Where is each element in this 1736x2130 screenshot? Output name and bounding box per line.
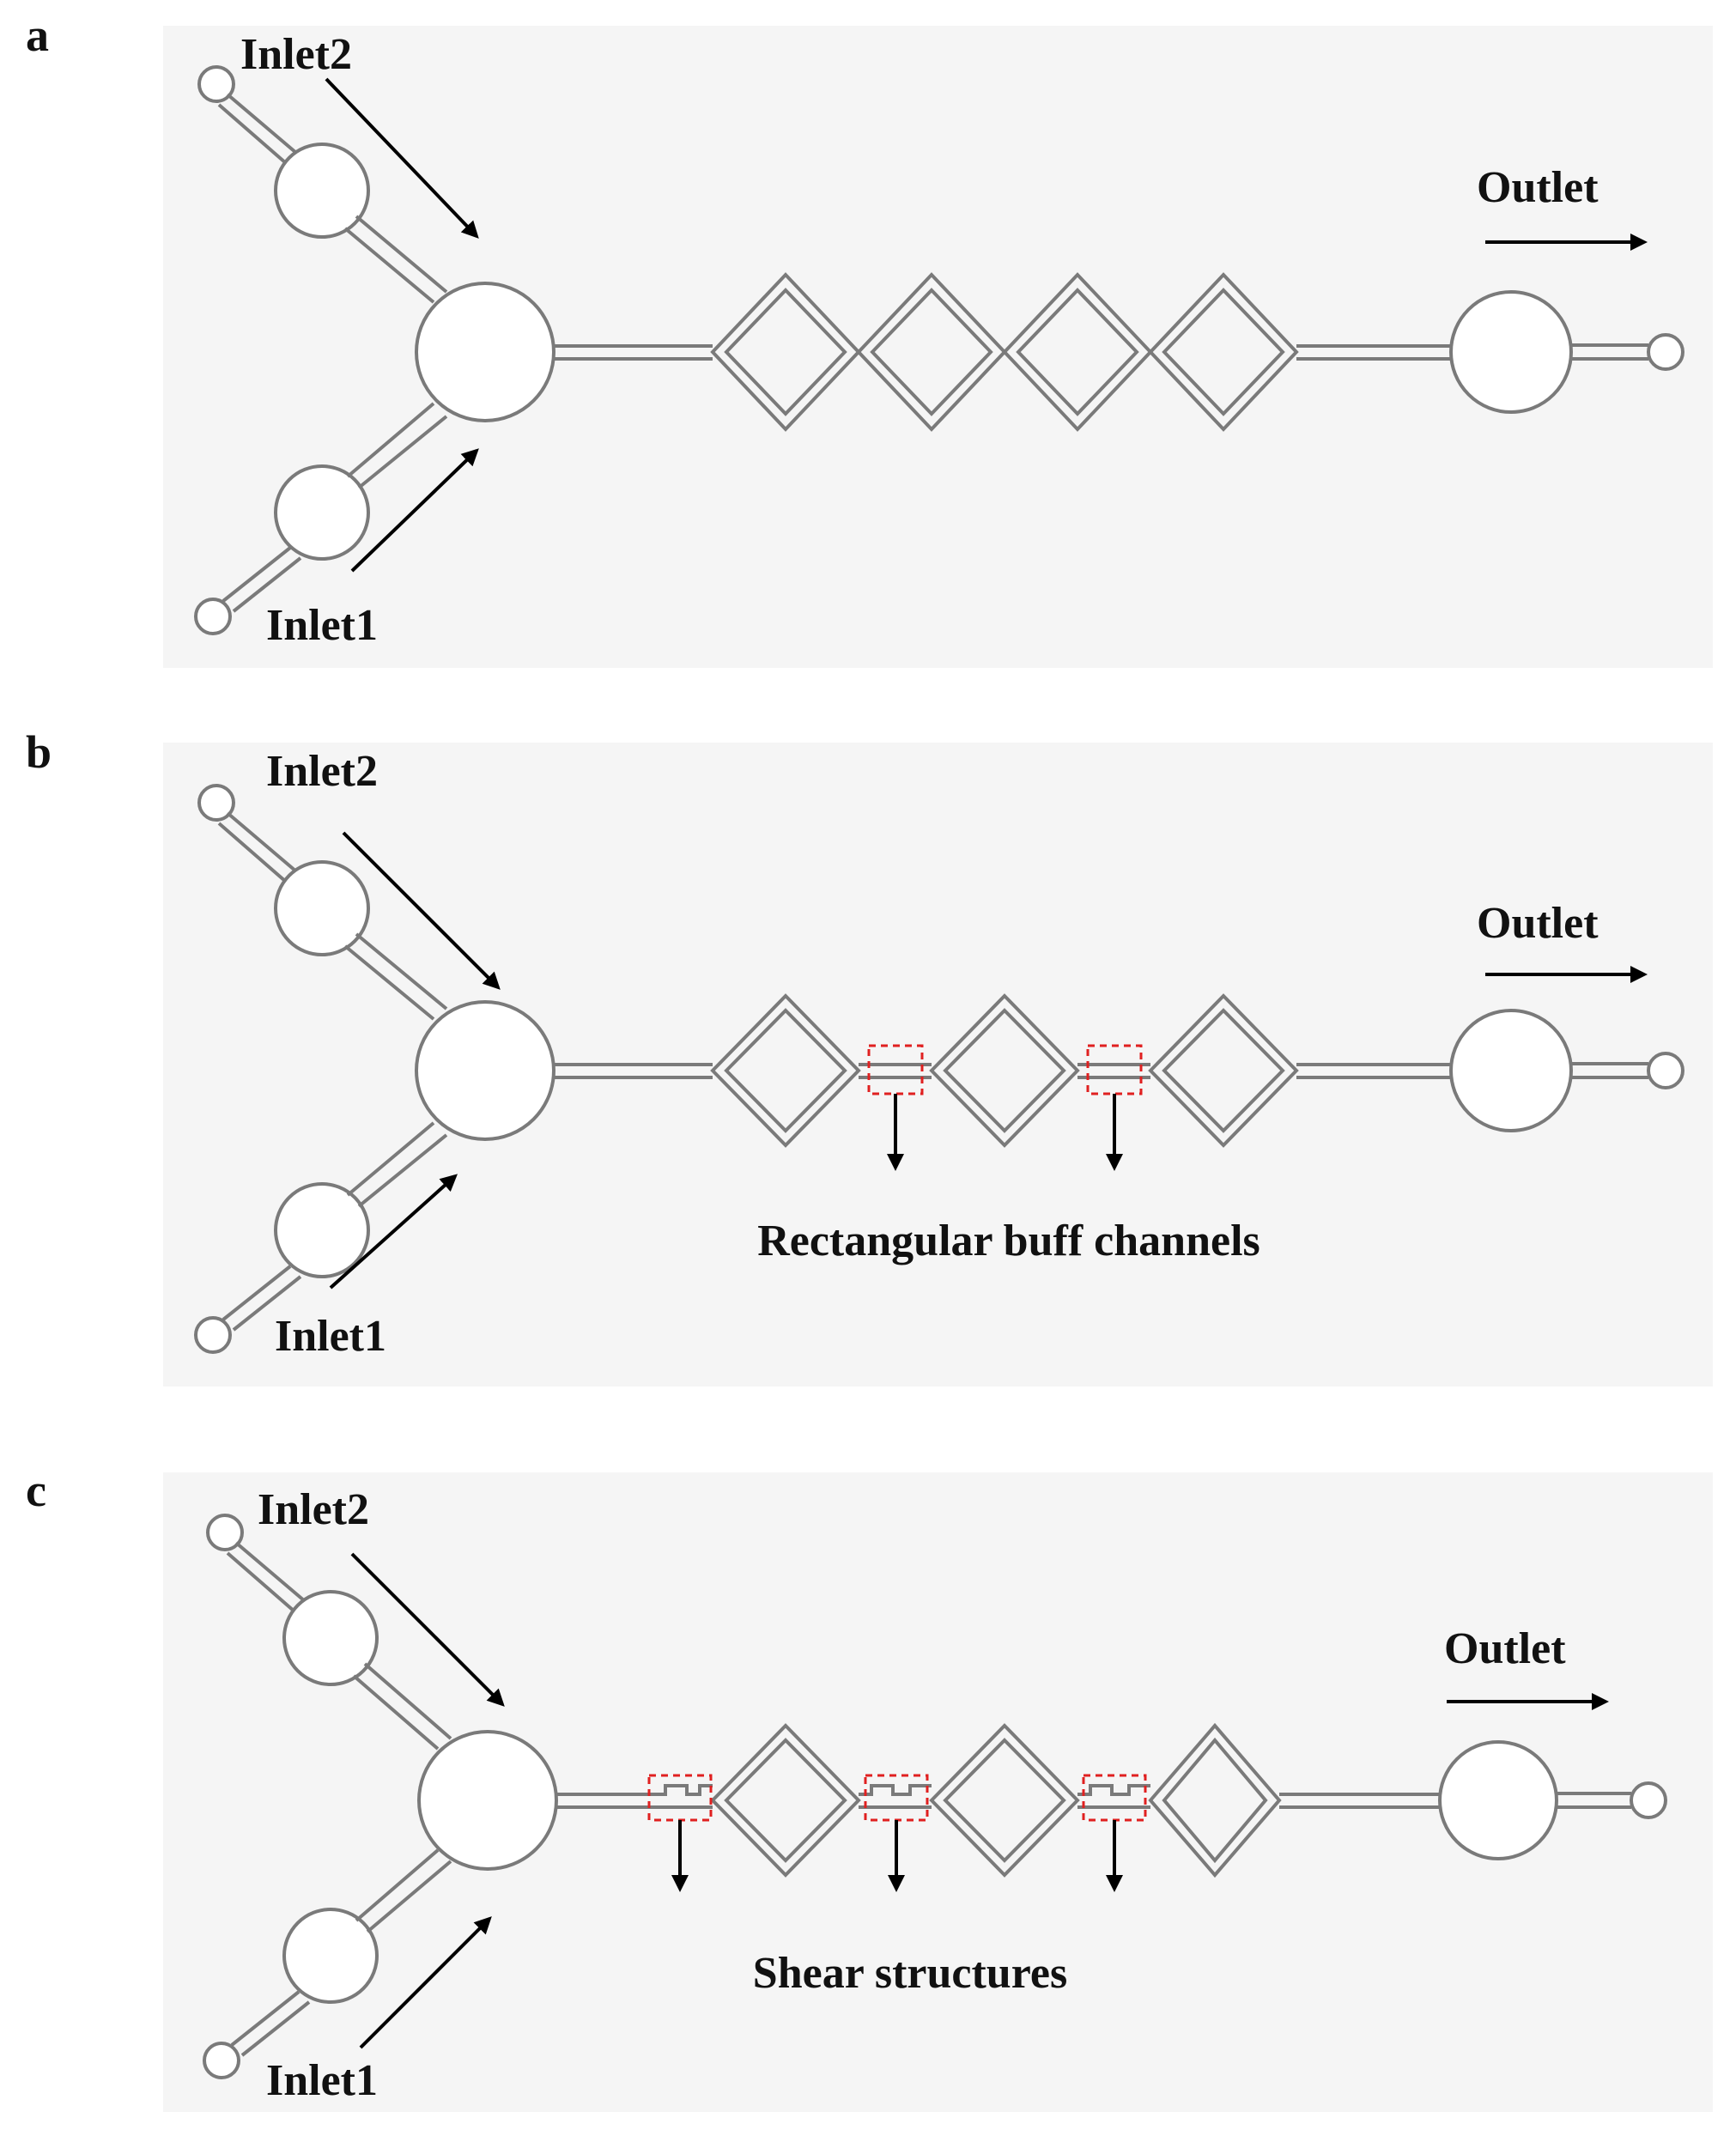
- panel-a-inlet1-label: Inlet1: [266, 601, 378, 650]
- panel-c-shear-structure-highlight-3: [1082, 1774, 1147, 1822]
- panel-b-outlet-label: Outlet: [1477, 899, 1599, 948]
- panel-c-shear-structure-highlight-1: [647, 1774, 713, 1822]
- panel-c-inlet1-arrow: [359, 1916, 492, 2049]
- panel-c-inlet1-label: Inlet1: [266, 2056, 378, 2105]
- panel-c-inlet2-arrow: [350, 1552, 505, 1707]
- panel-a-mixing-chamber: [415, 282, 555, 422]
- panel-a-inlet1-arrow: [350, 448, 479, 573]
- panel-b-buff-channel-highlight-1: [867, 1044, 924, 1095]
- panel-c-outlet-chamber: [1438, 1740, 1558, 1860]
- panel-b-inlet2-port: [197, 784, 235, 822]
- panel-a-outlet-chamber: [1449, 290, 1573, 414]
- panel-b-outlet-chamber: [1449, 1009, 1573, 1132]
- panel-b-diamond-chain: [710, 993, 1299, 1148]
- panel-c-inlet2-chamber: [282, 1590, 379, 1686]
- panel-c-outlet-port: [1630, 1781, 1667, 1819]
- panel-a-inlet2-arrow: [325, 77, 479, 239]
- panel-c-letter: c: [26, 1465, 46, 1516]
- panel-b-inlet1-arrow: [329, 1174, 458, 1290]
- panel-a-outlet-port: [1647, 333, 1684, 371]
- panel-a-chip: [194, 65, 1684, 635]
- panel-a-inlet1-port: [194, 598, 232, 635]
- panel-a-inlet2-port: [197, 65, 235, 103]
- panel-b-outlet-port: [1647, 1052, 1684, 1089]
- panel-b-caption: Rectangular buff channels: [757, 1217, 1260, 1265]
- panel-a-diamond-chain: [710, 272, 1299, 432]
- panel-a-inlet1-chamber: [274, 464, 370, 561]
- panel-a-inlet2-chamber: [274, 143, 370, 239]
- panel-c-inlet2-label: Inlet2: [258, 1485, 369, 1534]
- panel-a-inlet2-label: Inlet2: [240, 30, 352, 79]
- panel-c-diamond-chain: [710, 1722, 1282, 1878]
- panel-b-inlet2-chamber: [274, 860, 370, 956]
- panel-b-inlet1-chamber: [274, 1182, 370, 1278]
- panel-b-inlet2-label: Inlet2: [266, 747, 378, 796]
- panel-c-caption: Shear structures: [753, 1949, 1067, 1998]
- panel-c-mixing-chamber: [417, 1730, 558, 1871]
- panel-c-outlet-label: Outlet: [1444, 1624, 1566, 1673]
- panel-a-outlet-label: Outlet: [1477, 163, 1599, 212]
- panel-c-inlet1-port: [203, 2042, 240, 2079]
- panel-c-inlet1-chamber: [282, 1908, 379, 2004]
- panel-c-inlet2-port: [206, 1514, 244, 1551]
- panel-b-inlet2-arrow: [342, 831, 501, 990]
- panel-c-chip: [203, 1514, 1667, 2079]
- panel-b-chip: [194, 784, 1684, 1354]
- panel-b-mixing-chamber: [415, 1000, 555, 1141]
- panel-a-letter: a: [26, 9, 49, 61]
- panel-b-buff-channel-highlight-2: [1086, 1044, 1143, 1095]
- panel-c-shear-structure-highlight-2: [864, 1774, 929, 1822]
- panel-b-letter: b: [26, 726, 52, 778]
- panel-b-inlet1-port: [194, 1316, 232, 1354]
- panel-b-inlet1-label: Inlet1: [275, 1312, 386, 1361]
